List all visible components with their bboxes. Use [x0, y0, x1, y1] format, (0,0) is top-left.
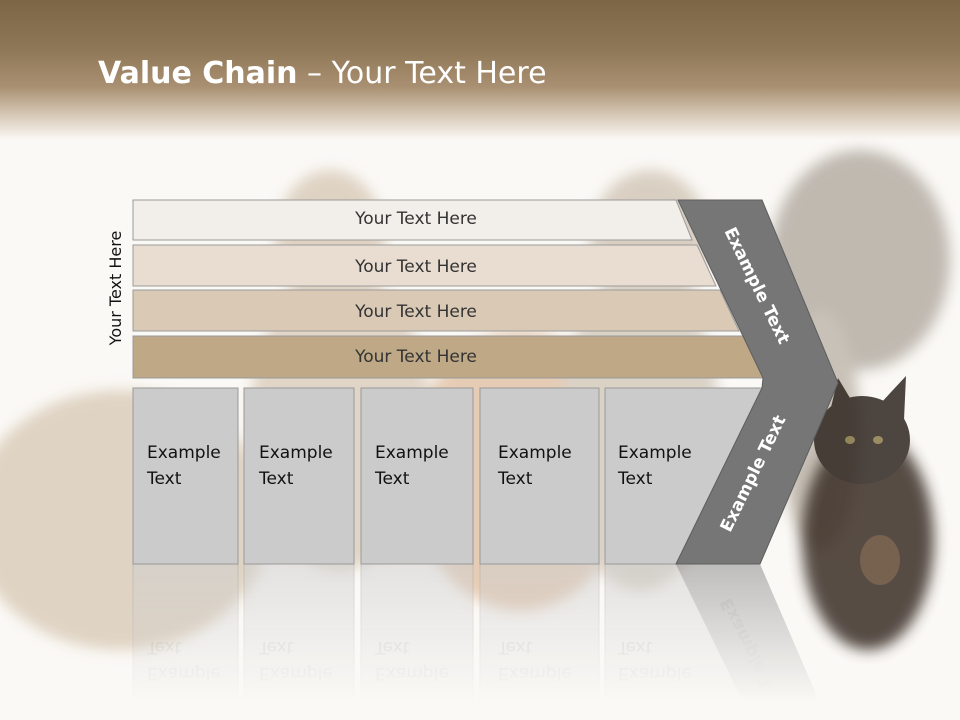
- bar-4-label: Your Text Here: [354, 347, 477, 367]
- cell-2[interactable]: Example Text: [243, 387, 355, 565]
- cell-4[interactable]: Example Text: [479, 387, 600, 565]
- title-bold: Value Chain: [98, 56, 298, 91]
- bar-2-label: Your Text Here: [354, 257, 477, 277]
- bar-1-label: Your Text Here: [354, 209, 477, 229]
- bar-4[interactable]: Your Text Here: [132, 335, 764, 379]
- cell-5[interactable]: Example Text: [604, 387, 763, 565]
- cell-3-line-1: Example: [375, 443, 449, 463]
- header-band: [0, 0, 960, 140]
- diagram-reflection: Example Text Example Text Example Text E…: [132, 563, 828, 720]
- reflection-label-2: Example: [259, 663, 333, 683]
- reflection-label-1: Example: [147, 663, 221, 683]
- reflection-label-4b: Text: [497, 637, 533, 657]
- cell-4-line-1: Example: [498, 443, 572, 463]
- reflection-label-1b: Text: [146, 637, 182, 657]
- side-vertical-label: Your Text Here: [106, 231, 125, 347]
- slide-title: Value Chain – Your Text Here: [98, 56, 547, 91]
- cell-1[interactable]: Example Text: [132, 387, 239, 565]
- cell-3[interactable]: Example Text: [360, 387, 474, 565]
- chevron-arrow[interactable]: Example Text Example Text: [675, 199, 839, 565]
- bar-2[interactable]: Your Text Here: [132, 244, 717, 287]
- cell-4-line-2: Text: [497, 469, 533, 489]
- bar-3-label: Your Text Here: [354, 302, 477, 322]
- cell-5-line-2: Text: [617, 469, 653, 489]
- cell-2-line-2: Text: [258, 469, 294, 489]
- reflection-label-5b: Text: [617, 637, 653, 657]
- reflection-label-3b: Text: [374, 637, 410, 657]
- reflection-label-4: Example: [498, 663, 572, 683]
- cell-3-line-2: Text: [374, 469, 410, 489]
- bar-1[interactable]: Your Text Here: [132, 199, 693, 241]
- cell-1-line-1: Example: [147, 443, 221, 463]
- cell-2-line-1: Example: [259, 443, 333, 463]
- cell-5-line-1: Example: [618, 443, 692, 463]
- reflection-label-2b: Text: [258, 637, 294, 657]
- bar-3[interactable]: Your Text Here: [132, 289, 740, 332]
- reflection-label-3: Example: [375, 663, 449, 683]
- title-rest: – Your Text Here: [297, 56, 547, 91]
- reflection-label-5: Example: [618, 663, 692, 683]
- cell-1-line-2: Text: [146, 469, 182, 489]
